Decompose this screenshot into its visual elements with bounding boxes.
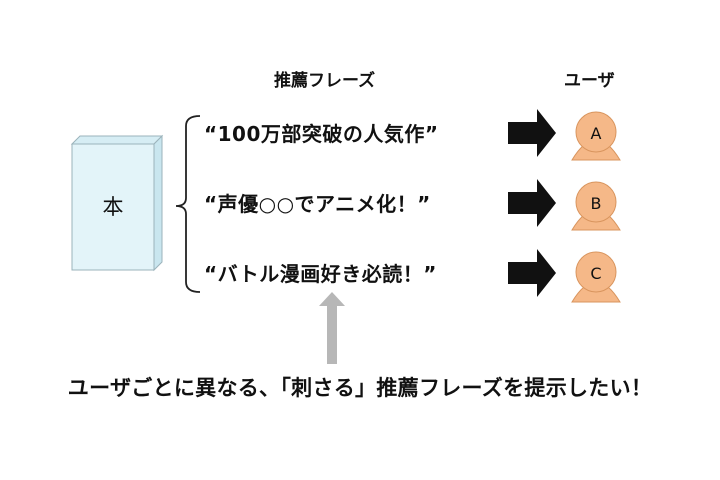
footer-message: ユーザごとに異なる、「刺さる」推薦フレーズを提示したい！ xyxy=(67,376,653,400)
arrow-c xyxy=(508,249,556,297)
user-b-label: B xyxy=(591,194,602,213)
arrow-a xyxy=(508,109,556,157)
book-label: 本 xyxy=(103,195,124,219)
user-c-label: C xyxy=(590,264,601,283)
phrase-2: “声優○○でアニメ化！” xyxy=(204,192,431,216)
user-a: A xyxy=(571,111,621,161)
user-c: C xyxy=(571,251,621,303)
user-b: B xyxy=(571,181,621,231)
users-header: ユーザ xyxy=(564,71,615,91)
curly-brace xyxy=(175,115,201,293)
book-box: 本 xyxy=(70,134,164,272)
arrow-b xyxy=(508,179,556,227)
user-a-label: A xyxy=(591,124,602,143)
phrase-3: “バトル漫画好き必読！” xyxy=(204,262,437,286)
phrase-1: “100万部突破の人気作” xyxy=(204,122,439,146)
up-arrow xyxy=(319,292,345,364)
book-front-face xyxy=(71,143,155,271)
phrases-header: 推薦フレーズ xyxy=(274,71,376,91)
book-top-face xyxy=(70,135,164,145)
book-side-face xyxy=(153,134,163,272)
